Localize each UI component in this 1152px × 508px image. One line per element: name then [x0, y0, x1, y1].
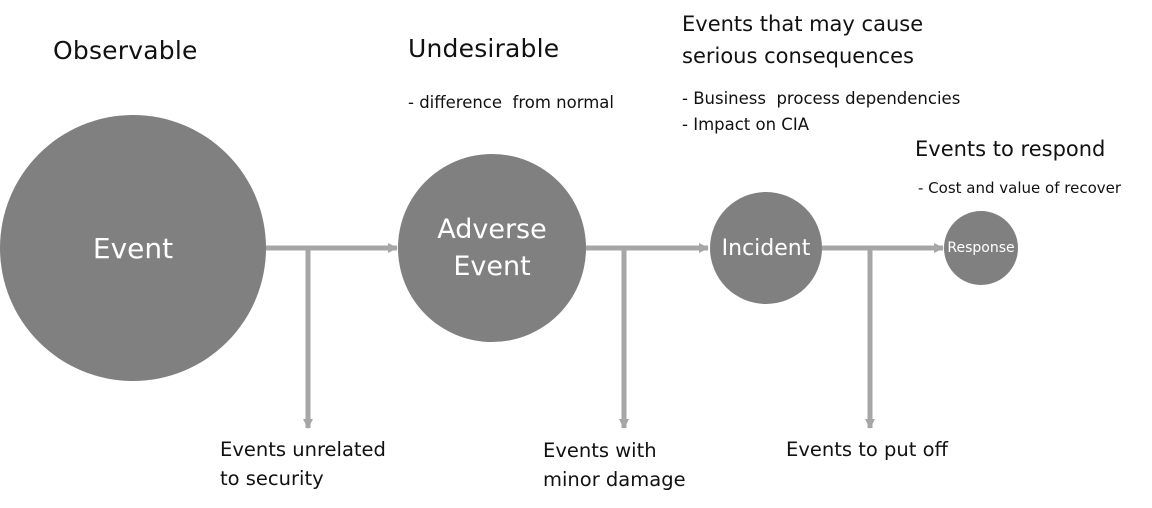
incident-circle — [710, 192, 822, 304]
incident-label: Incident — [710, 192, 822, 304]
heading-serious-consequences-line-2: serious consequences — [682, 44, 914, 68]
incident-details: - Business process dependencies - Impact… — [682, 86, 960, 138]
adverse-event-label: Adverse Event — [398, 154, 586, 342]
incident-label-text: Incident — [721, 235, 811, 261]
adverse-event-label-line-1: Adverse — [437, 214, 547, 245]
detail-business-process: - Business process dependencies — [682, 89, 961, 108]
branch-put-off-line-1: Events to put off — [786, 438, 948, 461]
adverse-event-circle — [398, 154, 586, 342]
detail-difference-from-normal: - difference from normal — [408, 93, 614, 112]
branch-unrelated-line-2: to security — [220, 467, 324, 490]
branch-put-off-label: Events to put off — [786, 435, 948, 464]
heading-undesirable: Undesirable — [408, 34, 560, 63]
heading-serious-consequences: Events that may cause serious consequenc… — [682, 8, 923, 72]
branch-unrelated-line-1: Events unrelated — [220, 438, 386, 461]
branch-minor-damage-label: Events with minor damage — [543, 436, 686, 494]
event-label: Event — [0, 115, 266, 381]
detail-impact-cia: - Impact on CIA — [682, 115, 809, 134]
response-label-text: Response — [947, 240, 1015, 256]
branch-minor-damage-line-1: Events with — [543, 439, 657, 462]
detail-cost-value-recover: - Cost and value of recover — [918, 179, 1122, 197]
response-circle — [944, 211, 1018, 285]
event-label-text: Event — [92, 231, 174, 265]
heading-serious-consequences-line-1: Events that may cause — [682, 12, 924, 36]
heading-events-to-respond: Events to respond — [915, 137, 1106, 161]
branch-minor-damage-line-2: minor damage — [543, 468, 686, 491]
heading-observable: Observable — [53, 36, 198, 65]
event-circle — [0, 115, 266, 381]
branch-unrelated-label: Events unrelated to security — [220, 435, 386, 493]
response-label: Response — [934, 211, 1028, 285]
adverse-event-label-line-2: Event — [453, 251, 531, 282]
